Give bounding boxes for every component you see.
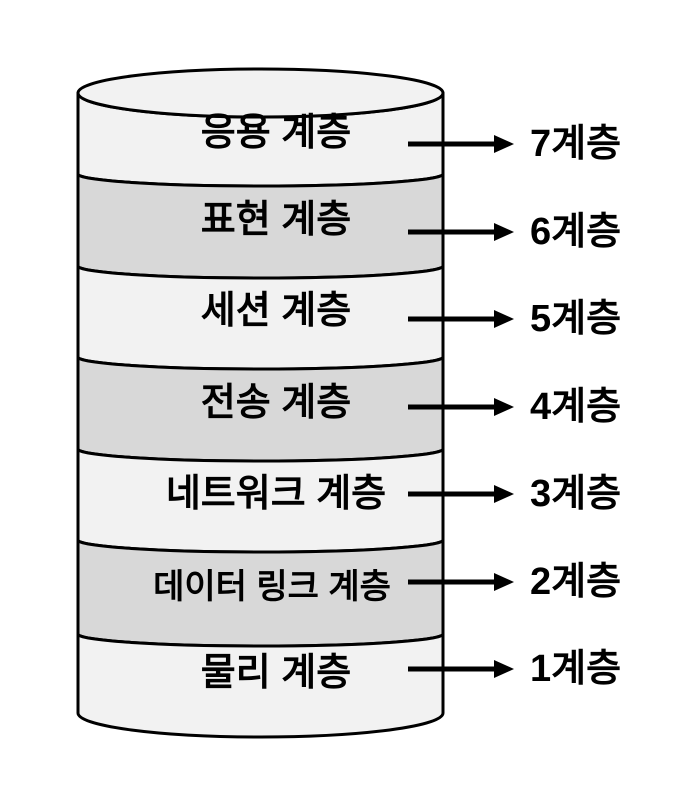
level-label-4: 4계층 [530,386,621,428]
layer-label-network: 네트워크 계층 [166,473,386,515]
layer-label-transport: 전송 계층 [201,382,351,424]
layer-label-session: 세션 계층 [201,290,351,332]
layer-label-presentation: 표현 계층 [201,199,351,241]
cylinder-top-ellipse [76,67,445,119]
layer-band-physical [76,632,445,739]
level-label-6: 6계층 [530,211,621,253]
level-label-7: 7계층 [530,123,621,165]
layer-label-physical: 물리 계층 [201,652,351,694]
level-label-5: 5계층 [530,298,621,340]
layer-label-datalink: 데이터 링크 계층 [153,568,391,606]
level-label-3: 3계층 [530,473,621,515]
level-label-2: 2계층 [530,561,621,603]
level-label-1: 1계층 [530,648,621,690]
layer-label-application: 응용 계층 [201,112,351,154]
